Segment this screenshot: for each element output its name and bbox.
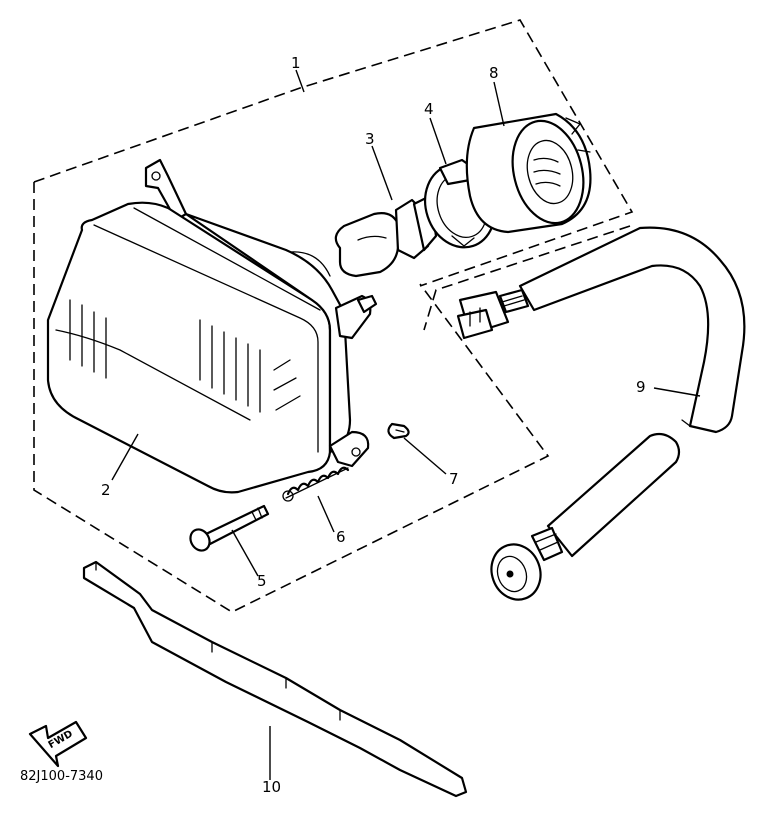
callout-labels: 1 2 3 4 8 5 6 7 9 10 (101, 54, 646, 796)
callout-3: 3 (365, 130, 375, 148)
callout-10: 10 (262, 778, 281, 796)
callout-7: 7 (449, 470, 459, 488)
callout-6: 6 (336, 528, 346, 546)
callout-4: 4 (424, 100, 434, 118)
leader-lines (111, 69, 701, 780)
forward-arrow-icon: FWD (28, 720, 88, 768)
lens-pattern (69, 299, 301, 413)
spring (282, 466, 350, 502)
socket-cover (465, 112, 592, 234)
clip-nut (387, 422, 410, 440)
adjusting-bolt (189, 504, 270, 552)
callout-9: 9 (636, 378, 646, 396)
cover-plate (82, 560, 468, 798)
headlight-unit (46, 158, 378, 494)
wire-harness (456, 226, 746, 601)
assembly-1-boundary (33, 19, 634, 613)
drawing-code: 82J100-7340 (20, 769, 103, 784)
callout-8: 8 (489, 64, 499, 82)
callout-2: 2 (101, 481, 111, 499)
callout-1: 1 (291, 54, 301, 72)
assembly-9-boundary (423, 225, 631, 331)
callout-5: 5 (257, 572, 267, 590)
